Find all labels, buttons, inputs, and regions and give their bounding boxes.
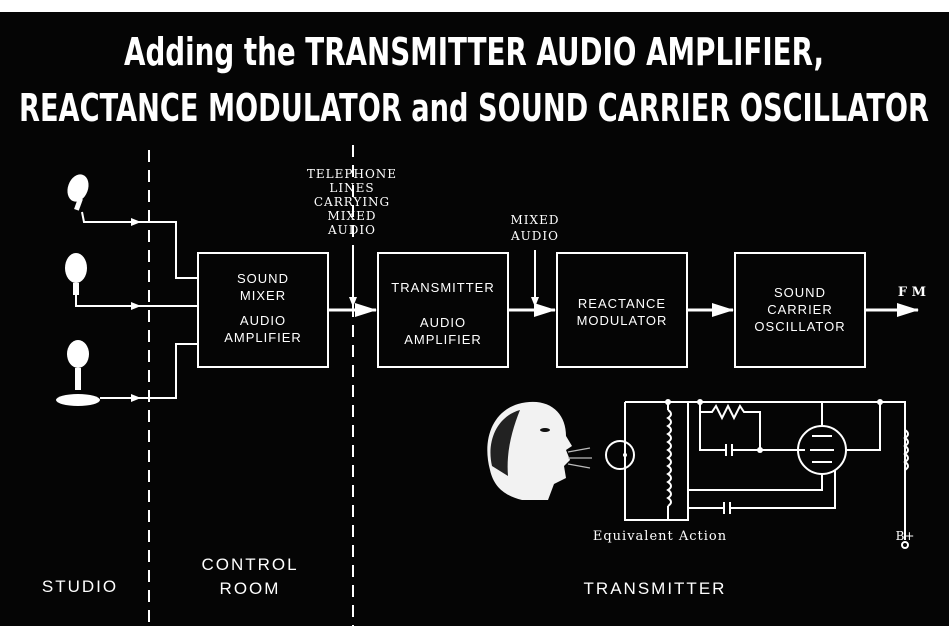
microphone-icon bbox=[56, 340, 128, 406]
telephone-label-2: LINES bbox=[329, 181, 374, 195]
microphone-icon bbox=[67, 174, 128, 223]
mixer-input-line bbox=[140, 221, 198, 279]
equivalent-action-label: Equivalent Action bbox=[593, 529, 727, 544]
mixed-audio-label-2: AUDIO bbox=[510, 229, 559, 243]
telephone-label-3: CARRYING bbox=[314, 195, 390, 209]
section-control-room-1: CONTROL bbox=[201, 555, 298, 574]
section-control-room-2: ROOM bbox=[220, 579, 281, 598]
tx-amp-label-3: AMPLIFIER bbox=[404, 332, 482, 347]
mixer-label-3: AUDIO bbox=[240, 313, 286, 328]
tx-amp-label-1: TRANSMITTER bbox=[391, 280, 494, 295]
tx-amp-label-2: AUDIO bbox=[420, 315, 466, 330]
oscillator-label-2: CARRIER bbox=[767, 302, 833, 317]
reactance-label-1: REACTANCE bbox=[578, 296, 666, 311]
oscillator-label-3: OSCILLATOR bbox=[754, 319, 845, 334]
section-studio: STUDIO bbox=[42, 577, 118, 596]
reactance-label-2: MODULATOR bbox=[577, 313, 668, 328]
title-line-1: Adding the TRANSMITTER AUDIO AMPLIFIER, bbox=[124, 30, 824, 74]
equivalent-circuit bbox=[605, 401, 909, 549]
speaking-woman-icon bbox=[487, 401, 592, 500]
tx-amp-block bbox=[377, 252, 509, 368]
oscillator-label-1: SOUND bbox=[774, 285, 826, 300]
telephone-label-1: TELEPHONE bbox=[307, 167, 397, 181]
telephone-label-4: MIXED bbox=[328, 209, 377, 223]
mixer-label-4: AMPLIFIER bbox=[224, 330, 302, 345]
telephone-label-5: AUDIO bbox=[327, 223, 376, 237]
diagram-board bbox=[0, 12, 949, 626]
fm-label: F M bbox=[898, 285, 926, 300]
mixed-audio-label-1: MIXED bbox=[511, 213, 560, 227]
title-line-2: REACTANCE MODULATOR and SOUND CARRIER OS… bbox=[19, 86, 929, 130]
bplus-label: B+ bbox=[896, 529, 915, 543]
mixer-input-line bbox=[140, 343, 198, 399]
mixer-label-2: MIXER bbox=[240, 288, 286, 303]
mixer-label-1: SOUND bbox=[237, 271, 289, 286]
circuit-junctions bbox=[623, 399, 883, 457]
section-transmitter: TRANSMITTER bbox=[584, 579, 727, 598]
microphone-icon bbox=[65, 253, 128, 307]
